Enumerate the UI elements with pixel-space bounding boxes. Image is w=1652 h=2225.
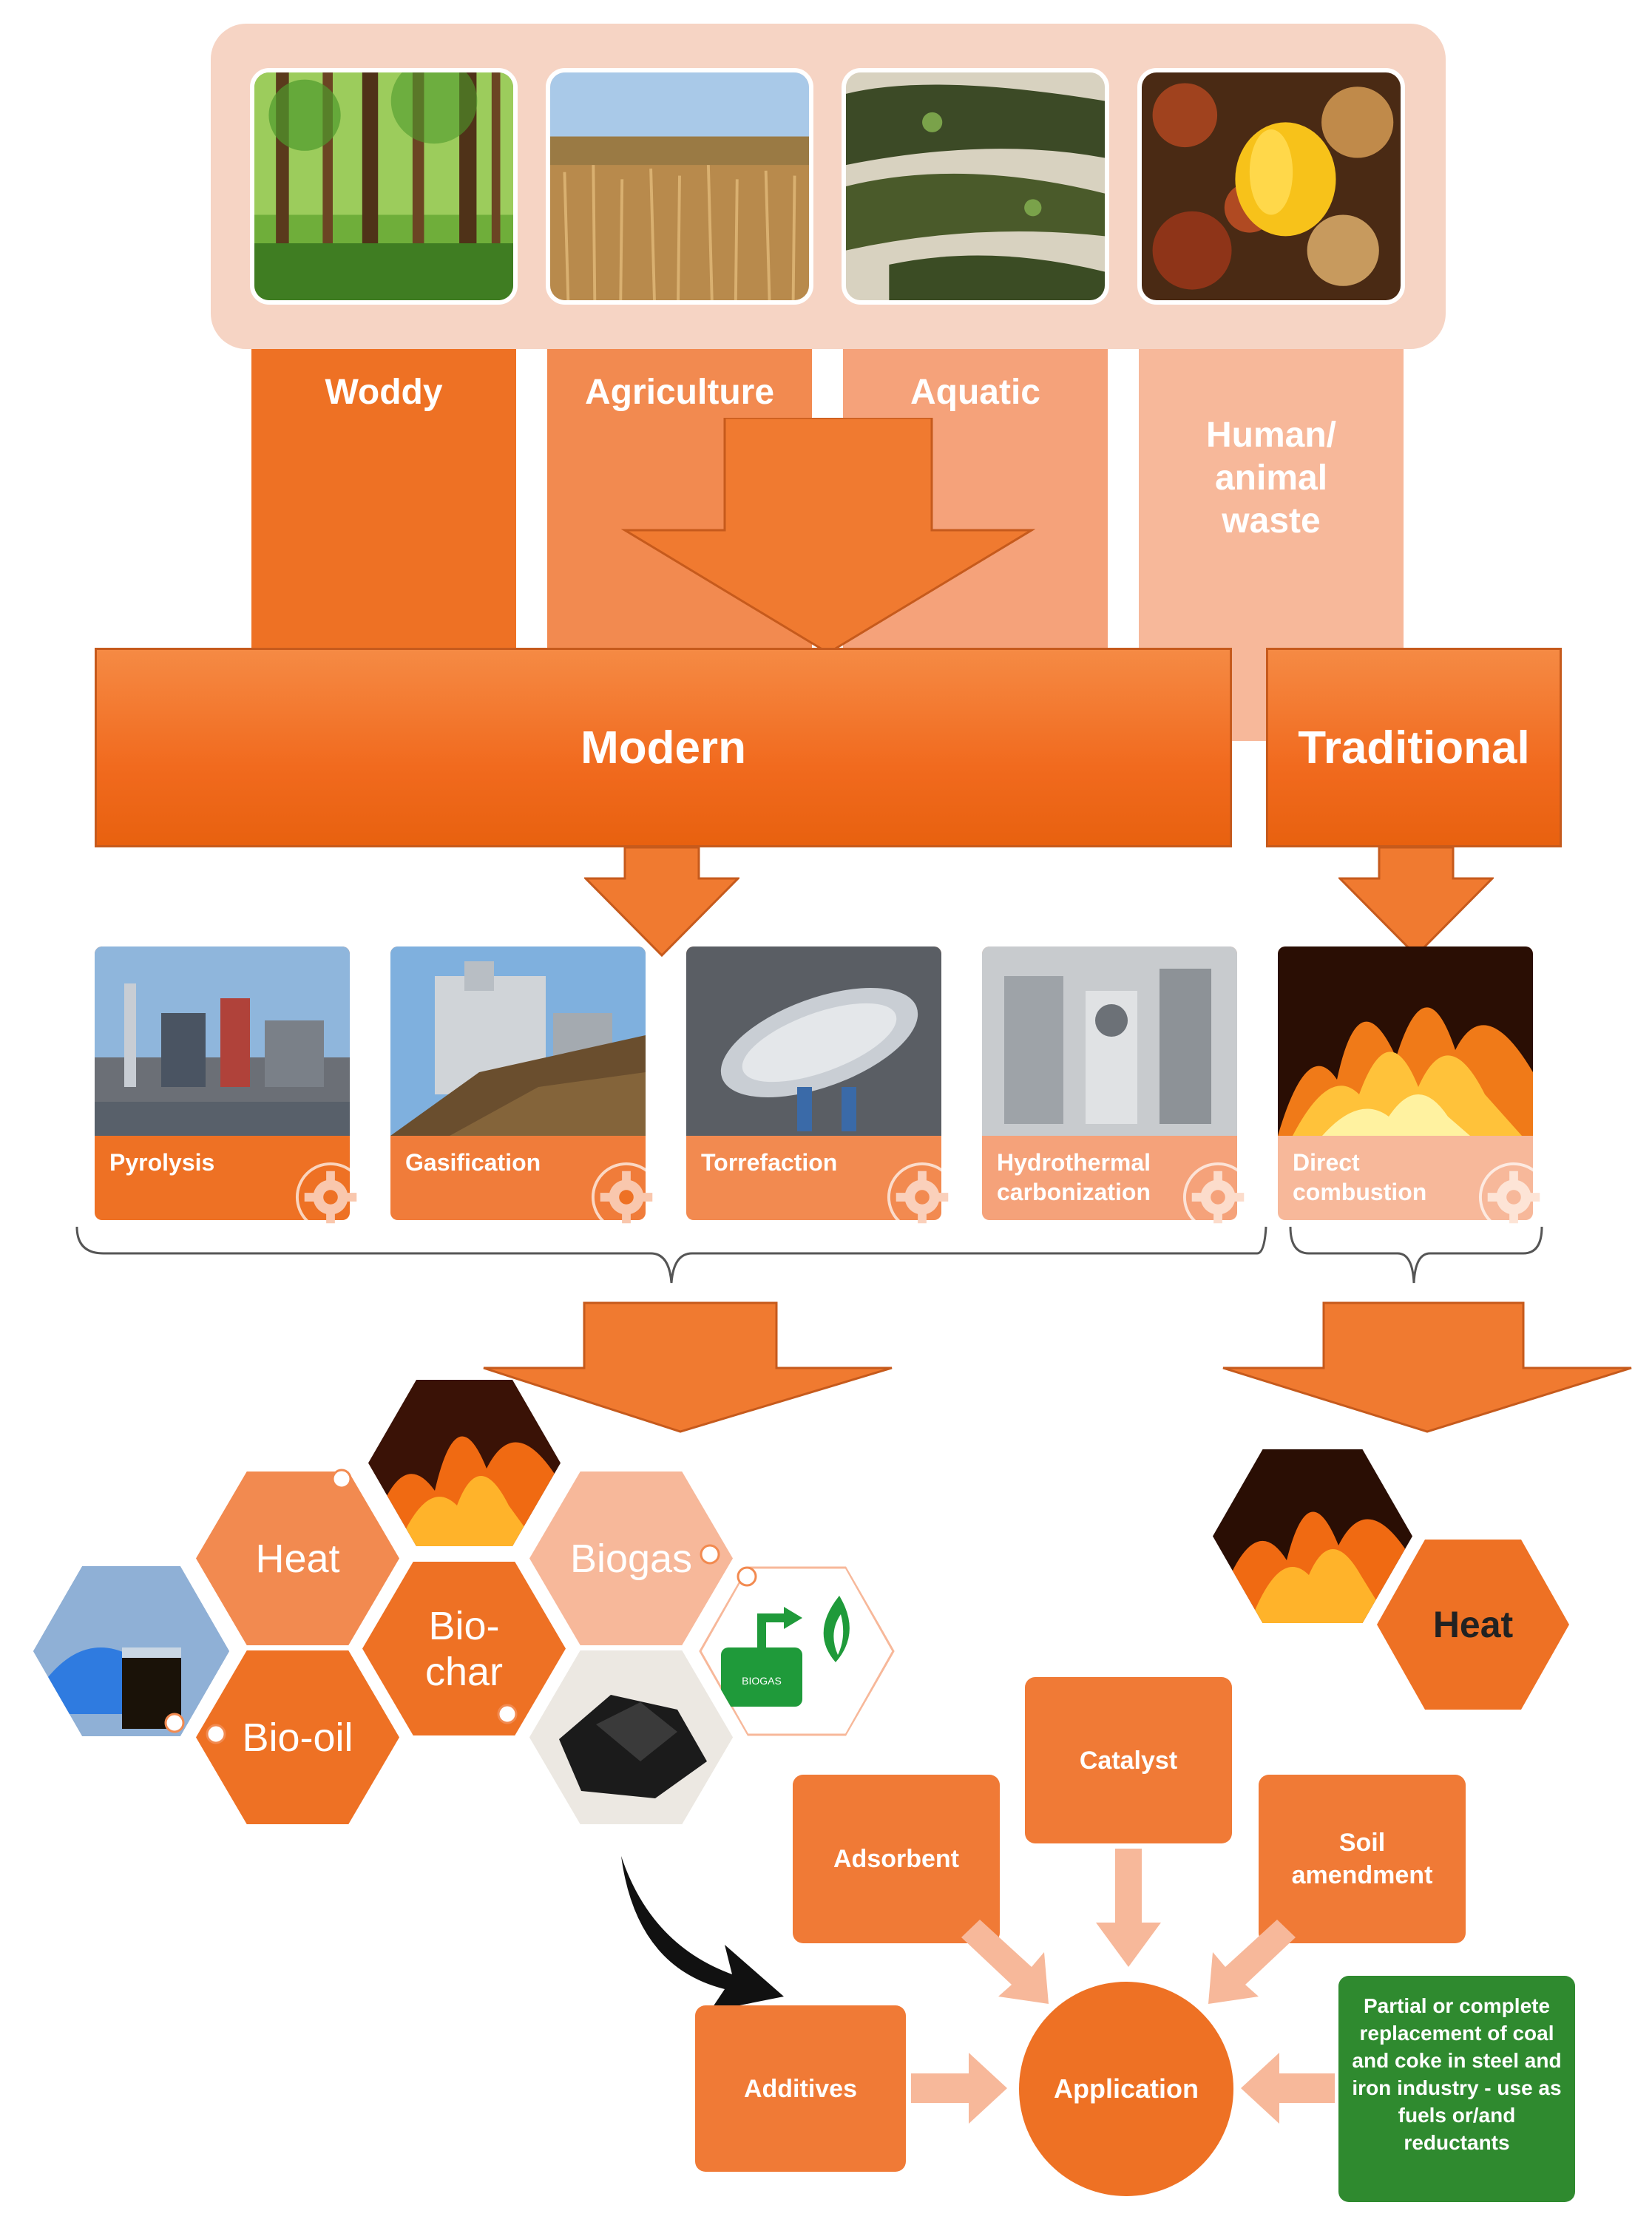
food-waste-image [1137,68,1405,305]
soil-amendment-box: Soil amendment [1259,1775,1466,1943]
biochar-hex: Bio- char [362,1562,566,1735]
biogas-icon-text: BIOGAS [742,1675,782,1687]
tech-gasification: Gasification [390,946,646,1220]
gear-icon [295,1162,366,1233]
hydrothermal-equipment-image [982,946,1237,1136]
gasification-plant-image [390,946,646,1136]
modern-label: Modern [580,722,746,773]
bio-oil-hex: Bio-oil [196,1650,399,1824]
modern-route-bar: Modern [95,648,1232,847]
steel-industry-label: Partial or complete replacement of coal … [1352,1994,1562,2154]
traditional-heat-hex: Heat [1377,1540,1569,1710]
traditional-to-tech-arrow [1338,847,1494,958]
additives-box: Additives [695,2005,906,2172]
biogas-hex: Biogas [529,1472,733,1645]
wheat-field-image [546,68,813,305]
modern-to-tech-arrow [584,847,739,958]
technology-braces [75,1226,1543,1284]
application-circle: Application [1019,1982,1233,2196]
additives-label: Additives [743,2074,858,2103]
heat-label: Heat [255,1536,340,1581]
agriculture-label: Agriculture [584,373,775,412]
sources-to-modern-arrow [621,418,1035,654]
adsorbent-label: Adsorbent [833,1845,959,1873]
biogas-label: Biogas [569,1536,693,1581]
pyrolysis-plant-image [95,946,350,1136]
combustion-label: Direct combustion [1293,1149,1427,1205]
bio-oil-label: Bio-oil [242,1715,353,1760]
seaweed-image [842,68,1109,305]
biochar-to-application-arrow [621,1856,784,2011]
biochar-hex-image [529,1650,733,1824]
gasification-label: Gasification [405,1149,541,1176]
bio-oil-hex-image [33,1566,229,1736]
tech-htc: Hydrothermal carbonization [982,946,1237,1220]
catalyst-label: Catalyst [1079,1746,1178,1775]
tech-direct-combustion: Direct combustion [1278,946,1533,1220]
steel-industry-box: Partial or complete replacement of coal … [1338,1976,1575,2202]
biogas-icon-hex: BIOGAS [699,1566,895,1736]
torrefaction-label: Torrefaction [701,1149,838,1176]
modern-to-products-arrow [483,1301,893,1433]
traditional-route-bar: Traditional [1266,648,1562,847]
gear-icon [1182,1162,1253,1233]
fire-image [1278,946,1533,1136]
traditional-heat-label: Heat [1432,1604,1514,1645]
waste-label: Human/ animal waste [1205,416,1336,541]
forest-image [250,68,518,305]
gear-icon [887,1162,958,1233]
traditional-label: Traditional [1298,722,1530,773]
heat-hex: Heat [196,1472,399,1645]
traditional-to-products-arrow [1222,1301,1632,1433]
gear-icon [1478,1162,1549,1233]
aquatic-label: Aquatic [910,373,1040,412]
gear-icon [591,1162,662,1233]
woody-label: Woddy [325,373,443,412]
tech-pyrolysis: Pyrolysis [95,946,350,1220]
traditional-fire-hex-image [1213,1449,1412,1623]
application-label: Application [1054,2073,1199,2104]
pyrolysis-label: Pyrolysis [109,1149,215,1176]
htc-label: Hydrothermal carbonization [997,1149,1151,1205]
catalyst-box: Catalyst [1025,1677,1232,1843]
torrefaction-reactor-image [686,946,941,1136]
woody-column: Woddy [251,349,516,660]
soil-amendment-label: Soil amendment [1291,1829,1433,1889]
adsorbent-box: Adsorbent [793,1775,1000,1943]
biochar-label: Bio- char [424,1603,504,1694]
